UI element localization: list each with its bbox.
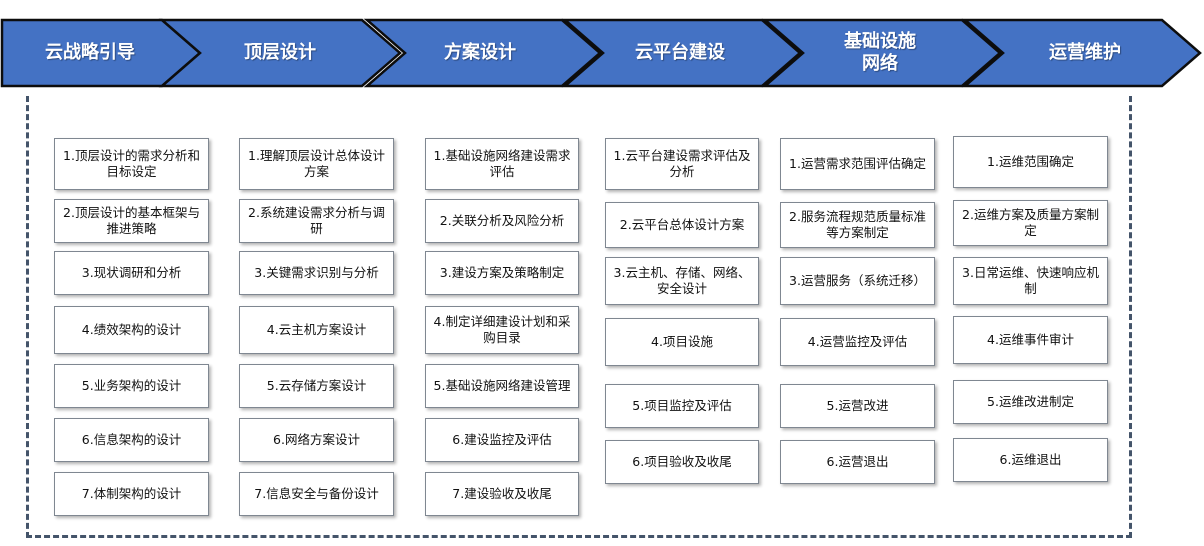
step-box: 4.项目设施: [605, 318, 759, 366]
step-box: 6.建设监控及评估: [425, 418, 579, 462]
step-box: 5.业务架构的设计: [54, 364, 209, 408]
step-box: 5.运维改进制定: [953, 380, 1108, 424]
phase-title-4: 云平台建设: [635, 42, 725, 63]
step-box: 6.项目验收及收尾: [605, 440, 759, 484]
phase-title-2: 顶层设计: [244, 42, 316, 63]
step-box: 5.基础设施网络建设管理: [425, 364, 579, 408]
step-box: 4.绩效架构的设计: [54, 306, 209, 354]
phase-title-3: 方案设计: [444, 42, 516, 63]
dashed-frame: [26, 96, 1132, 538]
step-box: 1.运维范围确定: [953, 136, 1108, 188]
step-box: 1.基础设施网络建设需求评估: [425, 138, 579, 190]
step-box: 5.项目监控及评估: [605, 384, 759, 428]
step-box: 2.系统建设需求分析与调研: [239, 199, 394, 243]
step-box: 3.云主机、存储、网络、安全设计: [605, 257, 759, 305]
step-box: 6.信息架构的设计: [54, 418, 209, 462]
phase-arrow-5: [761, 18, 1002, 88]
step-box: 3.运营服务（系统迁移）: [780, 257, 935, 305]
step-box: 1.顶层设计的需求分析和目标设定: [54, 138, 209, 190]
step-box: 2.运维方案及质量方案制定: [953, 200, 1108, 246]
step-box: 3.现状调研和分析: [54, 251, 209, 295]
phase-arrow-2: [158, 18, 402, 88]
step-box: 3.日常运维、快速响应机制: [953, 257, 1108, 305]
step-box: 1.云平台建设需求评估及分析: [605, 138, 759, 190]
phase-arrow-3: [363, 18, 602, 88]
step-box: 2.云平台总体设计方案: [605, 202, 759, 248]
step-box: 6.网络方案设计: [239, 418, 394, 462]
step-box: 5.云存储方案设计: [239, 364, 394, 408]
step-box: 2.服务流程规范质量标准等方案制定: [780, 202, 935, 248]
phase-title-5: 基础设施 网络: [844, 31, 916, 74]
step-box: 1.运营需求范围评估确定: [780, 138, 935, 190]
phase-arrow-4: [561, 18, 802, 88]
step-box: 4.运营监控及评估: [780, 318, 935, 366]
phase-title-6: 运营维护: [1049, 42, 1121, 63]
step-box: 4.制定详细建设计划和采购目录: [425, 306, 579, 354]
step-box: 1.理解顶层设计总体设计方案: [239, 138, 394, 190]
phase-arrow-6: [961, 18, 1202, 88]
step-box: 4.云主机方案设计: [239, 306, 394, 354]
step-box: 6.运营退出: [780, 440, 935, 484]
step-box: 7.信息安全与备份设计: [239, 472, 394, 516]
step-box: 7.建设验收及收尾: [425, 472, 579, 516]
phase-arrows: [0, 18, 1202, 88]
step-box: 3.建设方案及策略制定: [425, 251, 579, 295]
step-box: 4.运维事件审计: [953, 316, 1108, 364]
step-box: 7.体制架构的设计: [54, 472, 209, 516]
step-box: 6.运维退出: [953, 438, 1108, 482]
step-box: 5.运营改进: [780, 384, 935, 428]
step-box: 2.顶层设计的基本框架与推进策略: [54, 199, 209, 243]
step-box: 2.关联分析及风险分析: [425, 199, 579, 243]
phase-title-1: 云战略引导: [45, 42, 135, 63]
step-box: 3.关键需求识别与分析: [239, 251, 394, 295]
